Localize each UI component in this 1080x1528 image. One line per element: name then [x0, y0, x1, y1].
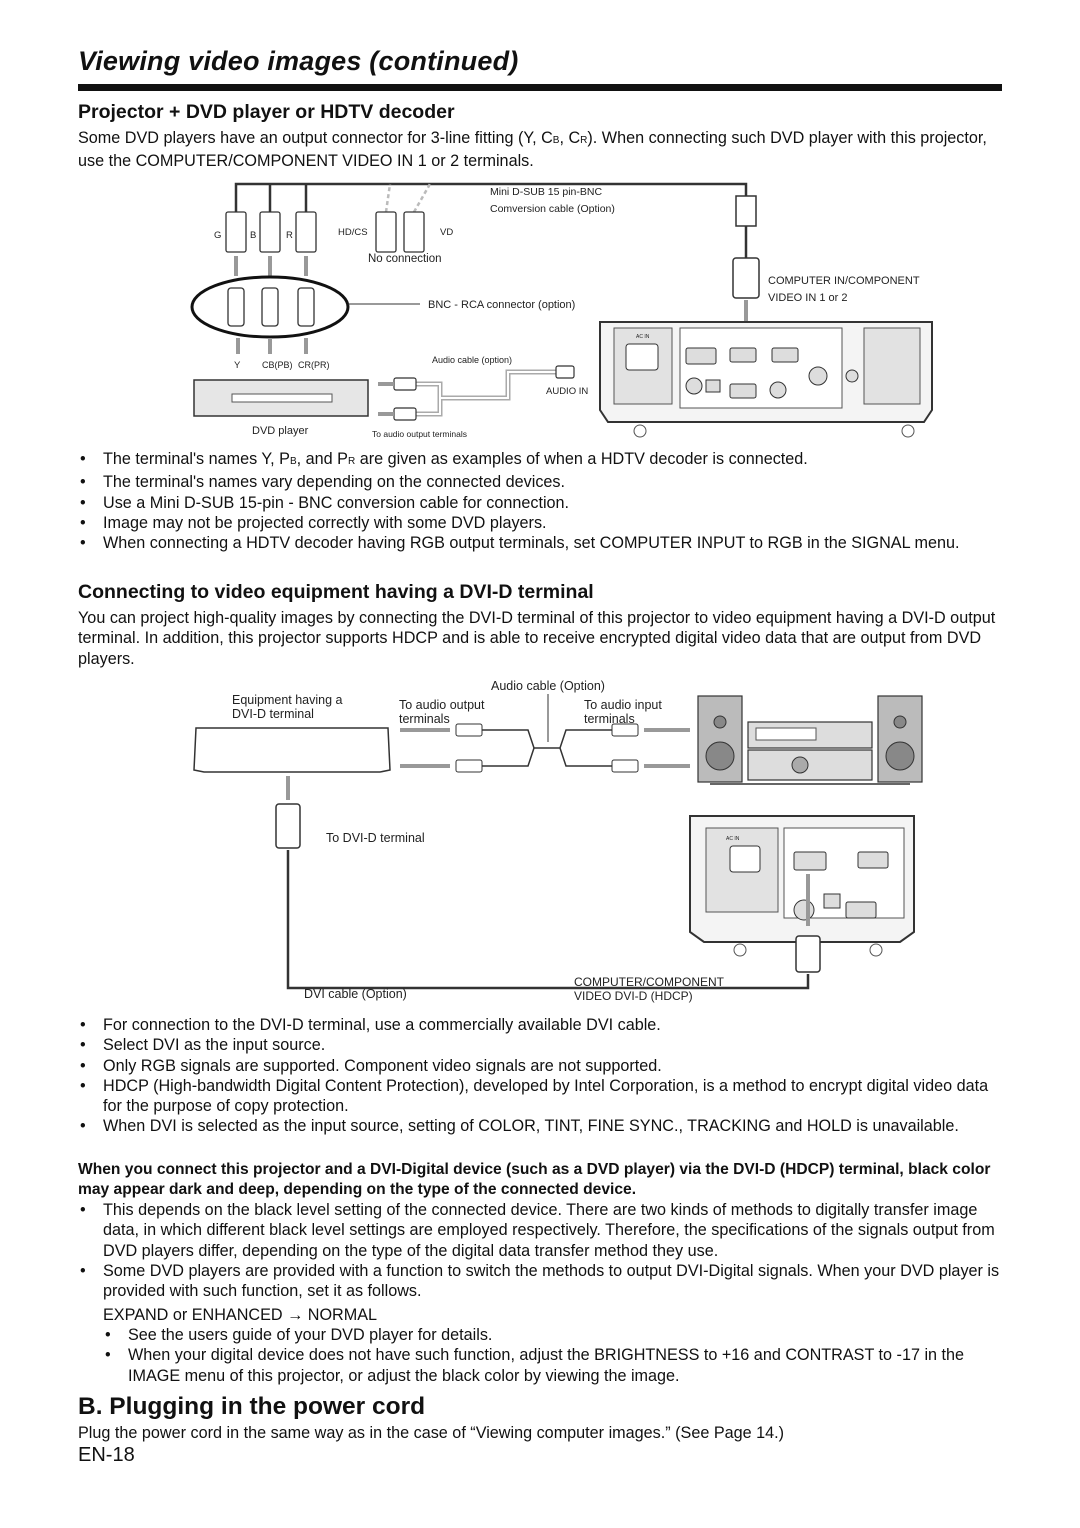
label-dvd-player: DVD player — [252, 425, 309, 437]
bullet-brightness-contrast: When your digital device does not have s… — [103, 1345, 1008, 1386]
vga-connector-plug — [732, 257, 760, 299]
label-to-audio-output-2: terminals — [399, 712, 450, 726]
label-computer-component-2: VIDEO DVI-D (HDCP) — [574, 989, 693, 1003]
label-ac-in-2: AC IN — [726, 836, 740, 842]
section-heading-dvi: Connecting to video equipment having a D… — [78, 581, 594, 603]
bullet-conversion-cable: Use a Mini D-SUB 15-pin - BNC conversion… — [78, 493, 1008, 514]
label-bnc-rca: BNC - RCA connector (option) — [428, 299, 575, 311]
label-g: G — [214, 230, 221, 241]
label-b: B — [250, 230, 256, 241]
cable-ferrite — [735, 195, 757, 227]
page-title: Viewing video images (continued) — [78, 46, 519, 76]
section-intro-dvi: You can project high-quality images by c… — [78, 609, 996, 668]
label-mini-dsub-1: Mini D-SUB 15 pin-BNC — [490, 186, 602, 198]
label-to-dvi-terminal: To DVI-D terminal — [326, 831, 425, 845]
audio-plugs — [393, 365, 575, 421]
projector-rear-panel-dvi: AC IN — [689, 815, 915, 957]
projector-rear-panel: AC IN — [599, 321, 933, 438]
label-dvi-cable: DVI cable (Option) — [304, 987, 407, 1001]
label-audio-cable: Audio cable (option) — [432, 355, 512, 365]
label-computer-in-2: VIDEO IN 1 or 2 — [768, 292, 847, 304]
page-number: EN-18 — [78, 1444, 135, 1466]
label-audio-cable-option: Audio cable (Option) — [491, 679, 605, 693]
label-audio-in: AUDIO IN — [546, 386, 588, 397]
bullet-select-dvi: Select DVI as the input source. — [78, 1035, 1008, 1056]
bullet-dvi-cable: For connection to the DVI-D terminal, us… — [78, 1015, 1008, 1036]
bullet-hdcp: HDCP (High-bandwidth Digital Content Pro… — [78, 1076, 1008, 1117]
power-cord-text: Plug the power cord in the same way as i… — [78, 1424, 785, 1442]
dvi-cable — [286, 850, 810, 990]
bullet-rgb-setting: When connecting a HDTV decoder having RG… — [78, 533, 1008, 554]
label-equipment-1: Equipment having a — [232, 693, 343, 707]
dvd-connection-diagram: G B R HD/CS VD No connection Mini D-SUB … — [190, 182, 933, 439]
dvd-player-body — [193, 379, 369, 417]
dvd-tray — [231, 393, 333, 403]
label-to-audio-output-1: To audio output — [399, 698, 485, 712]
label-no-connection: No connection — [368, 253, 442, 265]
rca-adaptors — [227, 287, 315, 327]
bullet-black-level: This depends on the black level setting … — [78, 1200, 1008, 1261]
intro-text-1: Some DVD players have an output connecto… — [78, 129, 553, 147]
label-r: R — [286, 230, 293, 241]
arrows-to-rca — [234, 256, 308, 276]
bullet-dvd-warning: Image may not be projected correctly wit… — [78, 513, 1008, 534]
label-equipment-2: DVI-D terminal — [232, 707, 314, 721]
mini-dsub-cable — [234, 182, 748, 212]
bold-note-black-color: When you connect this projector and a DV… — [78, 1161, 991, 1199]
label-to-audio-input-2: terminals — [584, 712, 635, 726]
bullet-terminal-names: The terminal's names Y, PB, and PR are g… — [78, 449, 1008, 472]
intro-text-3: ). When connecting such DVD player with … — [78, 129, 987, 171]
label-computer-in-1: COMPUTER IN/COMPONENT — [768, 275, 920, 287]
label-to-audio-input-1: To audio input — [584, 698, 662, 712]
label-mini-dsub-2: Comversion cable (Option) — [490, 203, 615, 215]
expand-normal-line: EXPAND or ENHANCED → NORMAL — [103, 1306, 378, 1324]
bnc-leads — [268, 184, 308, 212]
bullet-users-guide: See the users guide of your DVD player f… — [103, 1325, 1008, 1346]
section-heading-power-cord: B. Plugging in the power cord — [78, 1393, 426, 1420]
sub-bullets: See the users guide of your DVD player f… — [103, 1325, 1008, 1386]
bullets-dvi: For connection to the DVI-D terminal, us… — [78, 1015, 1008, 1137]
label-computer-component-1: COMPUTER/COMPONENT — [574, 975, 725, 989]
bullets-black-level: This depends on the black level setting … — [78, 1200, 1008, 1301]
intro-text-2: , C — [559, 129, 581, 147]
label-cr-pr: CR(PR) — [298, 360, 330, 370]
label-to-audio-output: To audio output terminals — [372, 429, 467, 439]
dvi-plug-equipment — [275, 803, 301, 849]
audio-cable — [412, 369, 560, 417]
label-vd: VD — [440, 227, 453, 238]
intro-sub-b: B — [552, 135, 560, 146]
section-heading-dvd-hdtv: Projector + DVD player or HDTV decoder — [78, 101, 455, 123]
audio-system — [697, 695, 923, 785]
label-cb-pb: CB(PB) — [262, 360, 293, 370]
bullet-switch-method: Some DVD players are provided with a fun… — [78, 1261, 1008, 1302]
intro-sub-r: R — [580, 135, 588, 146]
label-y: Y — [234, 360, 241, 371]
label-ac-in-1: AC IN — [636, 334, 650, 340]
bullets-dvd-hdtv: The terminal's names Y, PB, and PR are g… — [78, 449, 1008, 554]
section-intro-dvd-hdtv: Some DVD players have an output connecto… — [78, 128, 1008, 172]
dvi-equipment-box — [193, 727, 391, 773]
dvi-audio-cable — [400, 723, 690, 773]
bullet-names-vary: The terminal's names vary depending on t… — [78, 472, 1008, 493]
bnc-plugs — [225, 211, 425, 253]
label-hdcs: HD/CS — [338, 227, 368, 238]
bullet-dvi-unavailable: When DVI is selected as the input source… — [78, 1116, 1008, 1137]
bullet-rgb-only: Only RGB signals are supported. Componen… — [78, 1056, 1008, 1077]
unused-leads — [384, 183, 432, 213]
dvi-connection-diagram: Audio cable (Option) Equipment having a … — [193, 679, 923, 1003]
title-rule — [78, 84, 1002, 91]
dvi-plug-projector — [795, 935, 821, 973]
bnc-rca-ellipse — [190, 275, 350, 339]
arrows-to-dvd — [236, 338, 308, 354]
